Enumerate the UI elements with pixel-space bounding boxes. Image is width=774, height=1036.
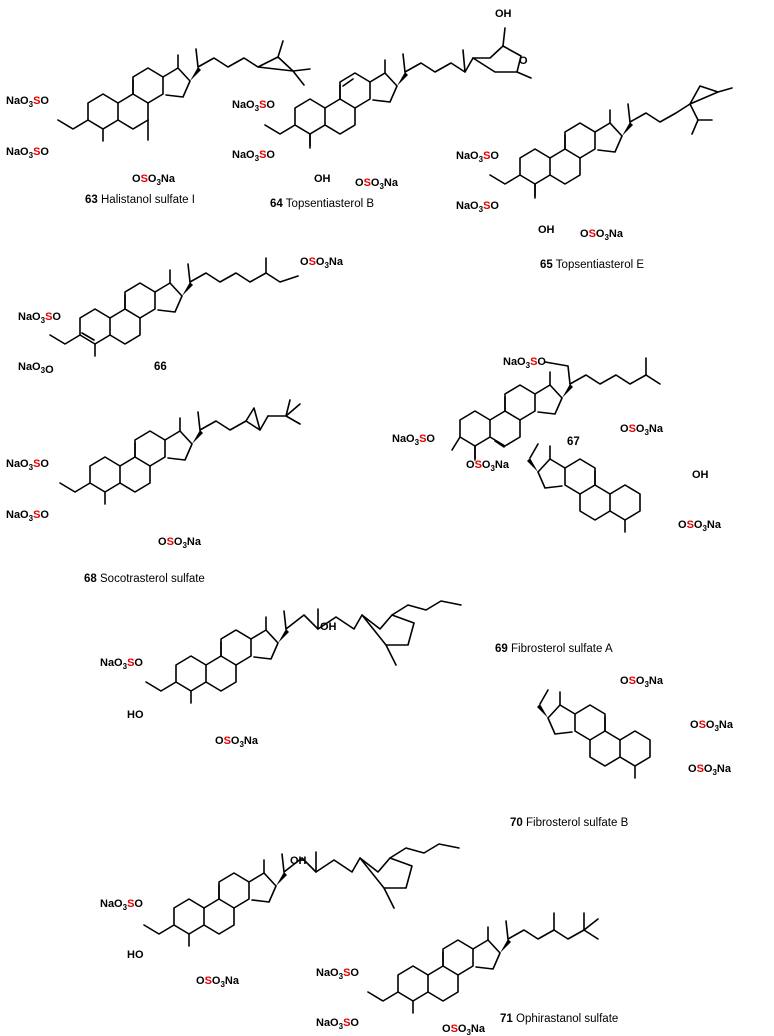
nao3so-label-66b: NaO3O xyxy=(18,361,54,376)
compound-64 xyxy=(264,27,532,149)
oso3na-label-70c: OSO3Na xyxy=(690,719,734,733)
nao3so-label-64a: NaO3SO xyxy=(232,99,275,113)
compound-70-upper xyxy=(536,689,651,779)
oso3na-label-69b: OSO3Na xyxy=(620,423,664,437)
oso3na-label-63: OSO3Na xyxy=(132,173,176,187)
caption-63: 63 Halistanol sulfate I xyxy=(85,194,195,206)
compound-65 xyxy=(489,85,733,199)
oso3na-label-70a: OSO3Na xyxy=(196,975,240,989)
oh-label-65: OH xyxy=(538,224,555,236)
oso3na-label-68: OSO3Na xyxy=(158,536,202,550)
caption-65: 65 Topsentiasterol E xyxy=(540,259,644,271)
compound-70-lower xyxy=(143,843,460,947)
nao3so-label-68b: NaO3SO xyxy=(6,509,49,523)
oso3na-label-69c: OSO3Na xyxy=(678,519,722,533)
caption-68: 68 Socotrasterol sulfate xyxy=(84,573,205,585)
oso3na-label-70d: OSO3Na xyxy=(688,763,732,777)
compound-67 xyxy=(451,357,661,461)
nao3so-label-65b: NaO3SO xyxy=(456,200,499,214)
nao3so-label-70a: NaO3SO xyxy=(100,898,143,912)
oso3na-label-70b: OSO3Na xyxy=(620,675,664,689)
nao3so-label-65a: NaO3SO xyxy=(456,150,499,164)
oso3na-label-64: OSO3Na xyxy=(355,177,399,191)
oso3na-label-66: OSO3Na xyxy=(300,256,344,270)
nao3so-label-63a: NaO3SO xyxy=(6,95,49,109)
caption-69: 69 Fibrosterol sulfate A xyxy=(495,643,613,655)
ketone-o-label-64: O xyxy=(519,55,528,67)
oh-label-64: OH xyxy=(314,173,331,185)
nao3so-label-71b: NaO3SO xyxy=(316,1017,359,1031)
nao3so-label-67a: NaO3SO xyxy=(503,356,546,370)
caption-71: 71 Ophirastanol sulfate xyxy=(500,1013,618,1025)
oso3na-label-67: OSO3Na xyxy=(466,459,510,473)
nao3so-label-63b: NaO3SO xyxy=(6,146,49,160)
oso3na-label-71: OSO3Na xyxy=(442,1023,486,1036)
nao3so-label-66a: NaO3SO xyxy=(18,311,61,325)
caption-64: 64 Topsentiasterol B xyxy=(270,198,374,210)
ho-label-69: HO xyxy=(127,709,144,721)
oh-label-70: OH xyxy=(290,855,307,867)
number-67: 67 xyxy=(567,436,580,448)
compound-66 xyxy=(49,257,299,357)
caption-70: 70 Fibrosterol sulfate B xyxy=(510,817,629,829)
nao3so-label-71a: NaO3SO xyxy=(316,967,359,981)
compound-69-lower xyxy=(145,600,462,704)
oh-label-64-lactone: OH xyxy=(495,8,512,20)
nao3so-label-64b: NaO3SO xyxy=(232,149,275,163)
nao3so-label-68a: NaO3SO xyxy=(6,458,49,472)
compound-63 xyxy=(57,40,311,142)
compound-69-upper xyxy=(526,443,641,533)
ho-label-70: HO xyxy=(127,949,144,961)
number-66: 66 xyxy=(154,361,167,373)
compound-68 xyxy=(59,399,301,505)
oso3na-label-65: OSO3Na xyxy=(580,228,624,242)
oh-label-69: OH xyxy=(320,621,337,633)
nao3so-label-69a: NaO3SO xyxy=(100,657,143,671)
nao3so-label-67b: NaO3SO xyxy=(392,433,435,447)
oh-label-69-upper: OH xyxy=(692,469,709,481)
compound-71 xyxy=(367,912,599,1014)
oso3na-label-69a: OSO3Na xyxy=(215,735,259,749)
